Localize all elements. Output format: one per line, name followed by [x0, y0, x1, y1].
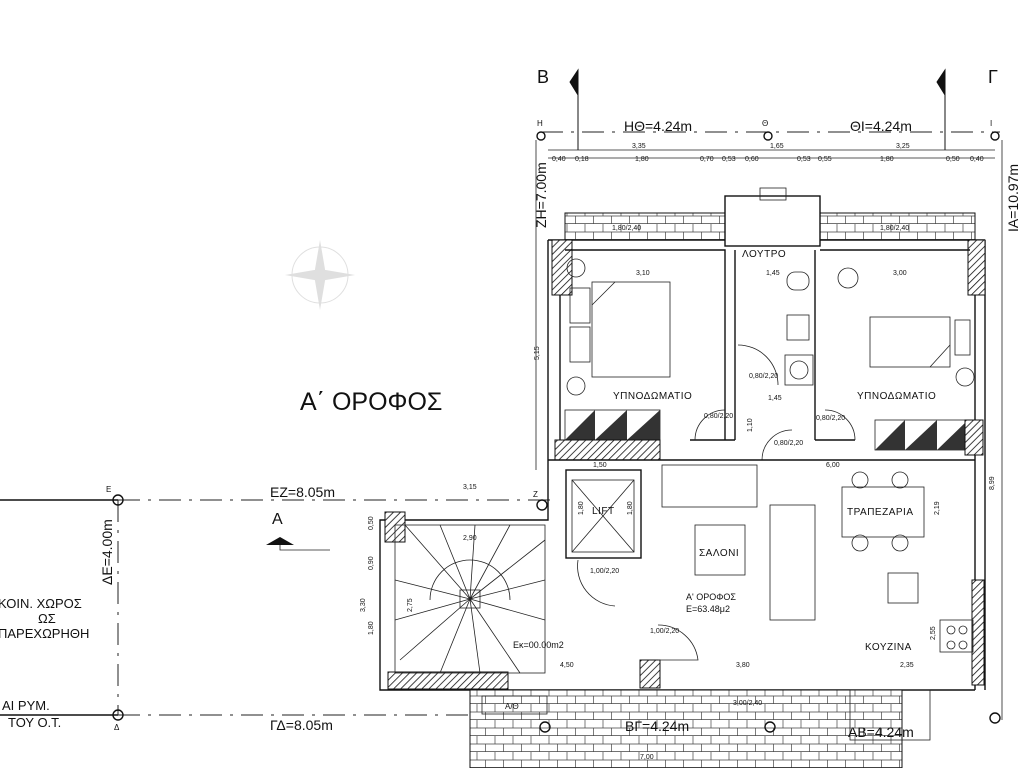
dims-right_h-label: 8,99 — [989, 476, 996, 490]
dims-stairs-3-label: 0,50 — [368, 516, 375, 530]
dims-top2-1-label: 0,18 — [575, 156, 589, 163]
room-bedroom-left: ΥΠΝΟΔΩΜΑΤΙΟ — [613, 391, 692, 402]
dims-zs-label: 3,15 — [463, 484, 477, 491]
floor-area: E=63.48μ2 — [686, 604, 730, 614]
dims-top1-0-label: 3,35 — [632, 143, 646, 150]
dims-stairs-4-label: 0,90 — [368, 556, 375, 570]
dim-ia: IA=10.97m — [1005, 164, 1021, 232]
dims-left_h-label: 5,15 — [534, 346, 541, 360]
room-ac: A/Θ — [505, 702, 519, 711]
dims-mid-1-label: 6,00 — [826, 462, 840, 469]
top-grid: H Θ I HΘ=4.24m ΘI=4.24m B Γ 3,35 1,65 3,… — [533, 67, 1021, 720]
side_notes-common_3-label: ΠΑΡΕΧΩΡΗΘΗ — [0, 626, 89, 641]
grid_labels-I-label: I — [990, 119, 992, 128]
side_notes-rym_1-label: ΑΙ ΡΥΜ. — [2, 698, 50, 713]
dims-hall_h-label: 1,10 — [747, 418, 754, 432]
room-lift: LIFT — [592, 506, 615, 517]
dims-top2-5-label: 0,60 — [745, 156, 759, 163]
section-marker-a: A — [266, 511, 330, 551]
dims-windows-0-label: 1,80/2,40 — [612, 225, 641, 232]
grid_labels-G-label: Γ — [988, 67, 998, 87]
side_notes-common_1-label: ΚΟΙΝ. ΧΩΡΟΣ — [0, 596, 82, 611]
dims-mid-0-label: 1,50 — [593, 462, 607, 469]
grid_labels-B-label: B — [537, 67, 549, 87]
building-walls — [379, 187, 986, 768]
dim-zh: ZH=7.00m — [533, 162, 549, 228]
dim-de: ΔE=4.00m — [99, 519, 115, 585]
grid_labels-Z-label: Z — [533, 490, 538, 499]
dims-lift_h-0-label: 1,80 — [578, 501, 585, 515]
dim-hth: HΘ=4.24m — [624, 118, 692, 134]
dims-top2-4-label: 0,53 — [722, 156, 736, 163]
dims-doors-0-label: 0,80/2,20 — [749, 373, 778, 380]
dims-doors-4-label: 1,00/2,20 — [590, 568, 619, 575]
staircase — [394, 524, 546, 674]
room-bath: ΛΟΥΤΡΟ — [742, 249, 786, 260]
dims-top2-10-label: 0,40 — [970, 156, 984, 163]
dims-stairs-5-label: 1,80 — [368, 621, 375, 635]
rooms-ek_area-label: Eκ=00.00m2 — [513, 640, 564, 650]
side_notes-rym_2-label: ΤΟΥ Ο.Τ. — [8, 715, 61, 730]
dims-stairs-1-label: 2,75 — [407, 598, 414, 612]
dims-room_w-1-label: 1,45 — [766, 270, 780, 277]
dimension-labels: 3,10 1,45 3,00 1,45 1,10 5,15 8,99 1,50 … — [360, 225, 996, 761]
dims-hall-label: 1,45 — [768, 395, 782, 402]
dims-doors-1-label: 0,80/2,20 — [704, 413, 733, 420]
dims-bottom-1-label: 3,80 — [736, 662, 750, 669]
dims-room_w-0-label: 3,10 — [636, 270, 650, 277]
dims-top2-7-label: 0,55 — [818, 156, 832, 163]
dims-stairs-2-label: 3,30 — [360, 598, 367, 612]
dim-thi: ΘI=4.24m — [850, 118, 912, 134]
dims-top2-3-label: 0,70 — [700, 156, 714, 163]
dims-top1-1-label: 1,65 — [770, 143, 784, 150]
dims-top2-9-label: 0,50 — [946, 156, 960, 163]
dim-gd: ΓΔ=8.05m — [270, 717, 333, 733]
grid_labels-D-label: Δ — [114, 723, 120, 732]
dim-ez: EZ=8.05m — [270, 484, 335, 500]
dims-windows-2-label: 3,00/2,40 — [733, 700, 762, 707]
dims-doors-3-label: 0,80/2,20 — [774, 440, 803, 447]
dims-stairs-0-label: 2,90 — [463, 535, 477, 542]
room-bedroom-right: ΥΠΝΟΔΩΜΑΤΙΟ — [857, 391, 936, 402]
grid_labels-Th-label: Θ — [762, 119, 768, 128]
rooms-floor_label-label: Α' ΟΡΟΦΟΣ — [686, 592, 736, 602]
left-grid: E Δ EZ=8.05m ΓΔ=8.05m ΔE=4.00m ΚΟΙΝ. ΧΩΡ… — [0, 484, 550, 733]
grid_labels-H-label: H — [537, 119, 543, 128]
dims-bottom-2-label: 2,35 — [900, 662, 914, 669]
dims-lift_h-1-label: 1,80 — [627, 501, 634, 515]
dim-bg: BΓ=4.24m — [625, 718, 689, 734]
side_notes-common_2-label: ΩΣ — [38, 611, 56, 626]
dims-top2-2-label: 1,80 — [635, 156, 649, 163]
dims-top1-2-label: 3,25 — [896, 143, 910, 150]
page-title: Α΄ ΟΡΟΦΟΣ — [300, 388, 442, 416]
room-kitchen: ΚΟΥΖΙΝΑ — [865, 642, 912, 653]
dims-dining_h-label: 2,19 — [934, 501, 941, 515]
section_marker-label: A — [272, 511, 283, 528]
dims-balcony-label: 7,00 — [640, 754, 654, 761]
dim-ab: AB=4.24m — [848, 724, 914, 740]
dims-top2-8-label: 1,80 — [880, 156, 894, 163]
dims-room_w-2-label: 3,00 — [893, 270, 907, 277]
room-living: ΣΑΛΟΝΙ — [699, 548, 739, 559]
grid_labels-E-label: E — [106, 485, 111, 494]
dims-top2-0-label: 0,40 — [552, 156, 566, 163]
room-dining: ΤΡΑΠΕΖΑΡΙΑ — [847, 507, 914, 518]
dims-kitchen_h-label: 2,55 — [930, 626, 937, 640]
compass-watermark-icon — [285, 240, 355, 310]
dims-windows-1-label: 1,80/2,40 — [880, 225, 909, 232]
room-labels: ΛΟΥΤΡΟ ΥΠΝΟΔΩΜΑΤΙΟ ΥΠΝΟΔΩΜΑΤΙΟ ΤΡΑΠΕΖΑΡΙ… — [505, 249, 936, 740]
dims-doors-5-label: 1,00/2,20 — [650, 628, 679, 635]
dims-top2-6-label: 0,53 — [797, 156, 811, 163]
dims-doors-2-label: 0,80/2,20 — [816, 415, 845, 422]
dims-bottom-0-label: 4,50 — [560, 662, 574, 669]
